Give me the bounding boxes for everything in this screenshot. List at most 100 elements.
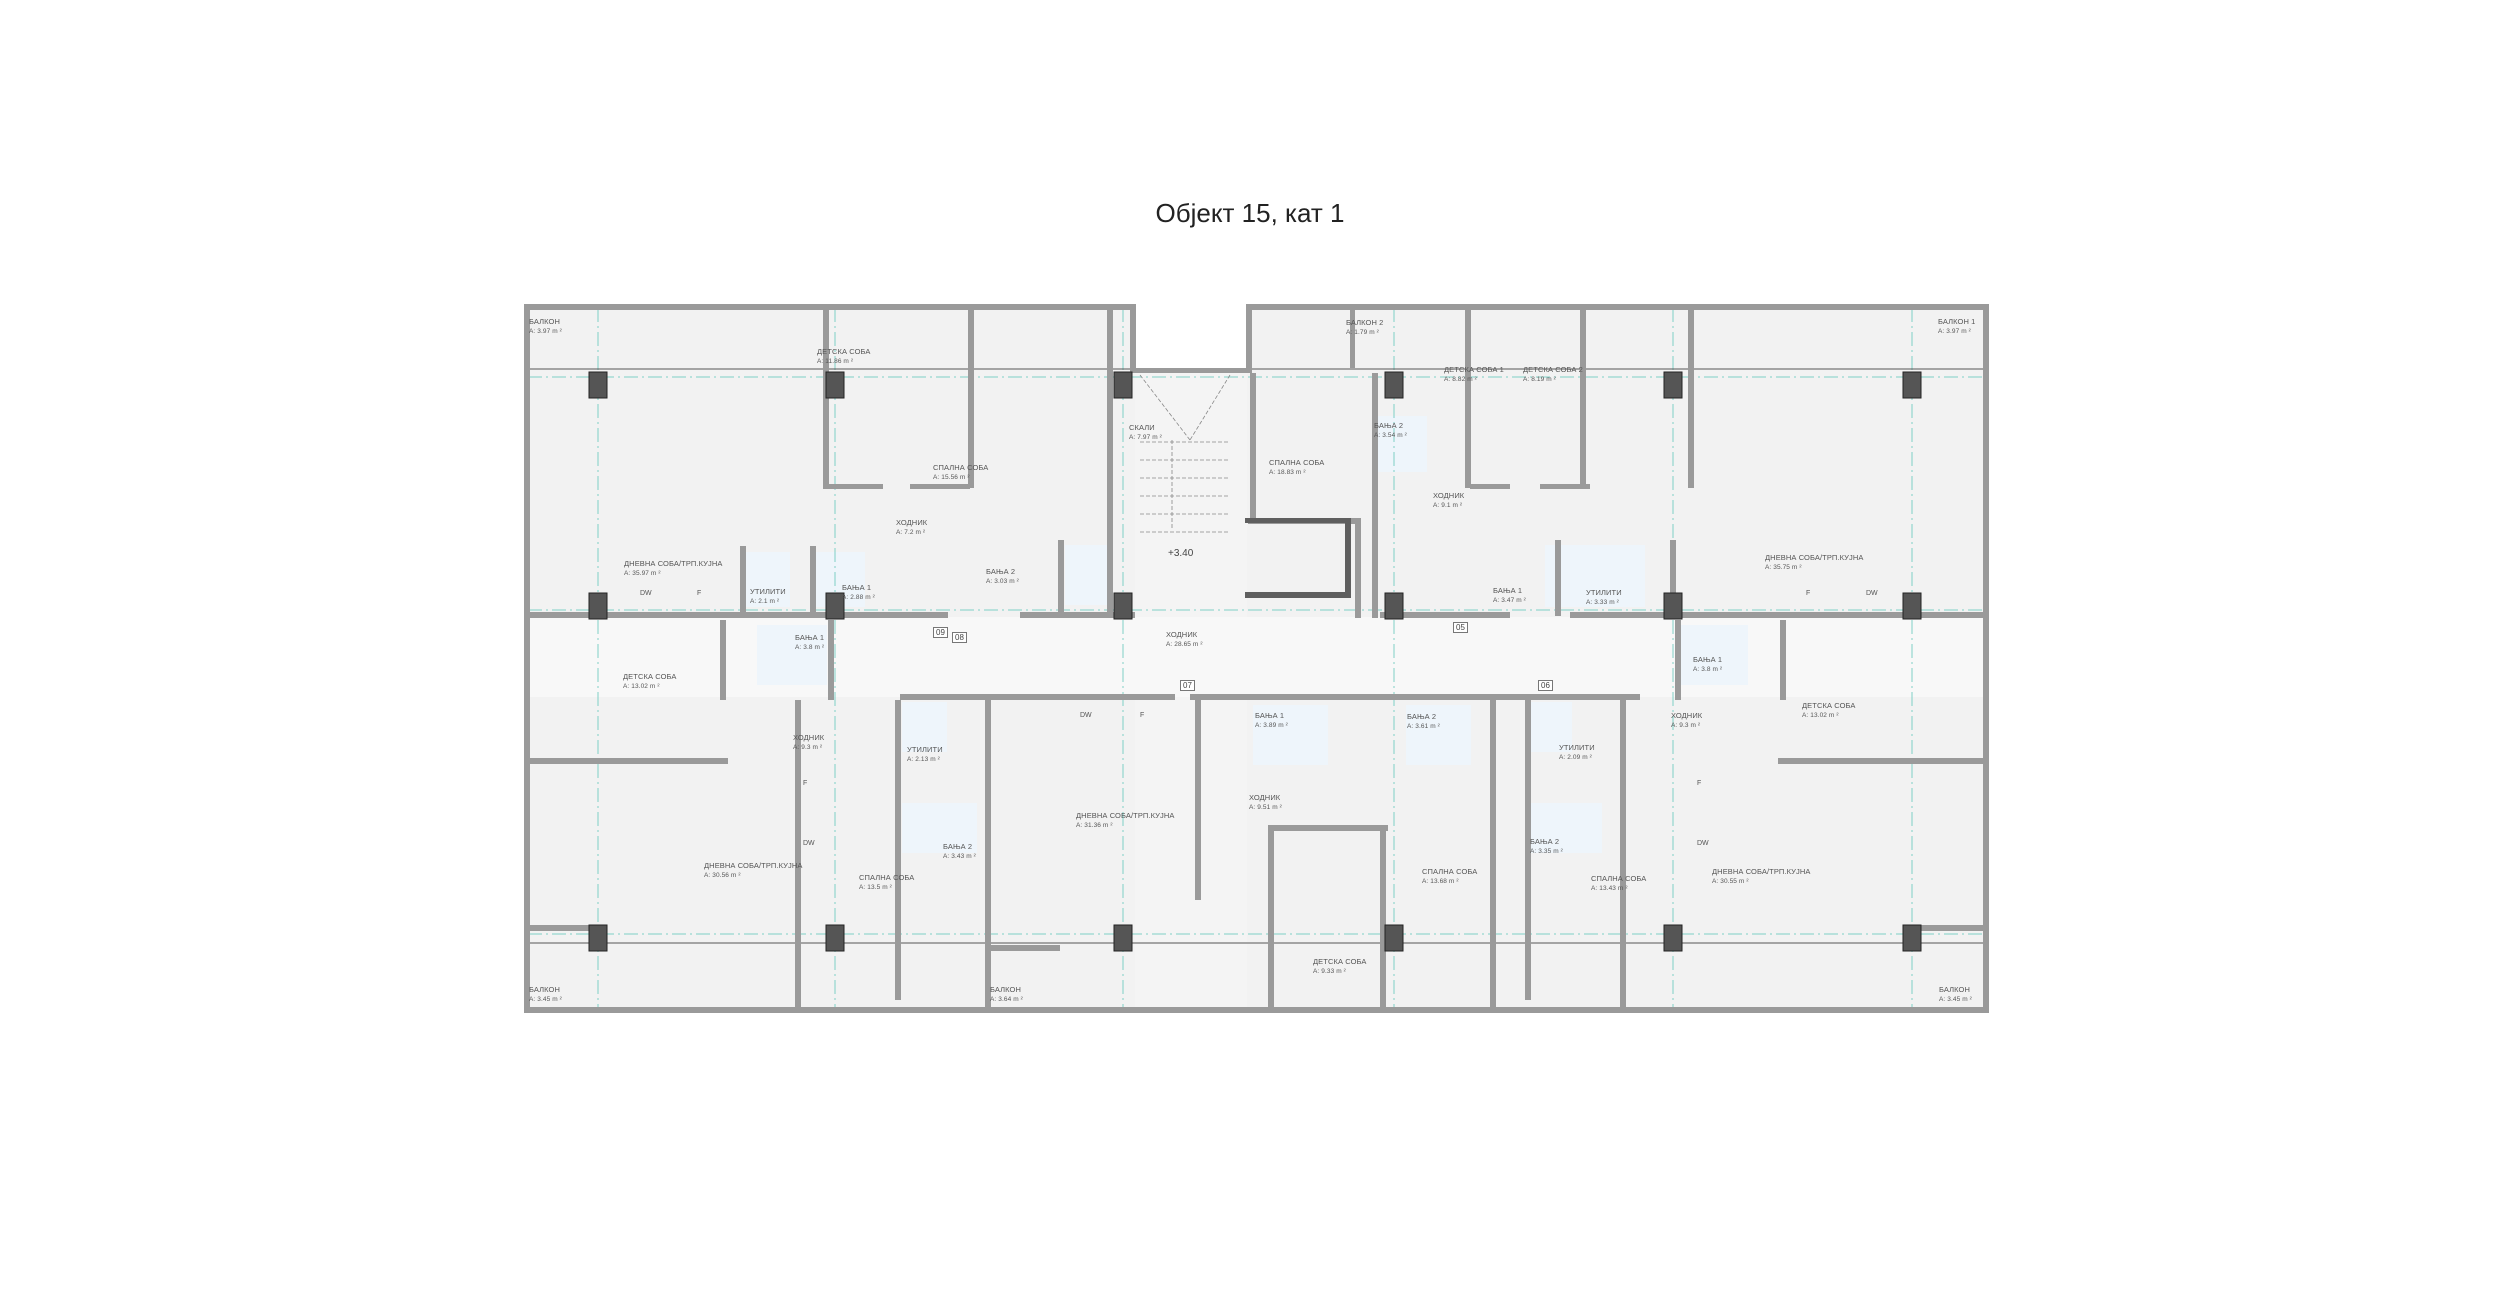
room-name: Детска соба <box>623 672 677 681</box>
room-label: Бања 1A: 2.88 m ² <box>842 583 875 603</box>
grid-lines <box>528 308 1985 1009</box>
room-name: Дневна соба/трп.кујна <box>1712 867 1811 876</box>
room-name: Ходник <box>896 518 928 527</box>
room-name: Бања 2 <box>943 842 973 851</box>
apartment-tag: 08 <box>952 632 967 643</box>
column <box>588 371 608 399</box>
room-area: A: 13.02 m ² <box>1802 712 1839 719</box>
column <box>1902 924 1922 952</box>
column <box>825 371 845 399</box>
room-name: Ходник <box>1249 793 1281 802</box>
room-name: Утилити <box>907 745 943 754</box>
room-name: Балкон <box>990 985 1021 994</box>
apartment-tag: 05 <box>1453 622 1468 633</box>
room-name: Детска соба 1 <box>1444 365 1504 374</box>
room-area: A: 15.56 m ² <box>933 474 970 481</box>
room-label: ХодникA: 9.3 m ² <box>793 733 824 753</box>
room-label: Бања 1A: 3.47 m ² <box>1493 586 1526 606</box>
room-area: A: 3.43 m ² <box>943 853 976 860</box>
room-area: A: 30.55 m ² <box>1712 878 1749 885</box>
room-area: A: 7.97 m ² <box>1129 434 1162 441</box>
room-area: A: 9.3 m ² <box>793 744 823 751</box>
room-label: БалконA: 3.45 m ² <box>529 985 562 1005</box>
room-label: Утилити A: 2.13 m ² <box>907 745 943 765</box>
column <box>1663 371 1683 399</box>
room-name: Дневна соба/трп.кујна <box>1765 553 1864 562</box>
room-name: Скали <box>1129 423 1155 432</box>
room-label: Детска соба 2A: 8.19 m ² <box>1523 365 1583 385</box>
room-name: Ходник <box>1671 711 1703 720</box>
floor-fill <box>528 308 1985 1009</box>
column <box>1384 924 1404 952</box>
stair-treads <box>1139 374 1231 533</box>
room-label: Бања 2 A: 3.35 m ² <box>1530 837 1563 857</box>
room-area: A: 3.47 m ² <box>1493 597 1526 604</box>
room-area: A: 3.64 m ² <box>990 996 1023 1003</box>
room-area: A: 3.97 m ² <box>529 328 562 335</box>
room-name: Ходник <box>1433 491 1465 500</box>
room-label: Балкон A: 3.64 m ² <box>990 985 1023 1005</box>
room-area: A: 2.1 m ² <box>750 598 780 605</box>
room-name: Спална соба <box>1422 867 1478 876</box>
room-label: УтилитиA: 3.33 m ² <box>1586 588 1622 608</box>
room-name: Спална соба <box>1269 458 1325 467</box>
page-title: Објект 15, кат 1 <box>1155 198 1345 228</box>
room-name: Спална соба <box>859 873 915 882</box>
room-name: Балкон 2 <box>1346 318 1384 327</box>
room-area: A: 13.43 m ² <box>1591 885 1628 892</box>
room-label: Скали A: 7.97 m ² <box>1129 423 1162 443</box>
room-name: Бања 2 <box>1530 837 1560 846</box>
column <box>1663 592 1683 620</box>
apartment-tag: 06 <box>1538 680 1553 691</box>
column <box>588 924 608 952</box>
column <box>1384 371 1404 399</box>
room-label: Спална собаA: 13.5 m ² <box>859 873 914 893</box>
room-name: Детска соба 2 <box>1523 365 1583 374</box>
walls <box>524 304 1989 1013</box>
room-area: A: 3.8 m ² <box>795 644 825 651</box>
room-name: Утилити <box>1559 743 1595 752</box>
column <box>825 592 845 620</box>
room-label: Ходник A: 9.3 m ² <box>1671 711 1702 731</box>
kitchen-fixture-label: DW <box>1080 712 1092 719</box>
room-label: БалконA: 3.45 m ² <box>1939 985 1972 1005</box>
room-label: Спална соба A: 15.56 m ² <box>933 463 988 483</box>
room-name: Дневна соба/трп.кујна <box>1076 811 1175 820</box>
room-area: A: 3.61 m ² <box>1407 723 1440 730</box>
room-area: A: 3.35 m ² <box>1530 848 1563 855</box>
room-name: Ходник <box>1166 630 1198 639</box>
room-label: УтилитиA: 2.09 m ² <box>1559 743 1595 763</box>
room-area: A: 1.79 m ² <box>1346 329 1379 336</box>
room-name: Дневна соба/трп.кујна <box>704 861 803 870</box>
room-label: Ходник A: 9.51 m ² <box>1249 793 1282 813</box>
kitchen-fixture-label: F <box>1697 780 1702 787</box>
room-name: Детска соба <box>817 347 871 356</box>
room-area: A: 3.03 m ² <box>986 578 1019 585</box>
room-label: Дневна соба/трп.кујна A: 31.36 m ² <box>1076 811 1174 831</box>
room-label: Детска собаA: 13.02 m ² <box>1802 701 1855 721</box>
room-label: Бања 2 A: 3.43 m ² <box>943 842 976 862</box>
room-area: A: 8.82 m ² <box>1444 376 1477 383</box>
room-name: Бања 1 <box>1255 711 1285 720</box>
room-label: Дневна соба/трп.кујнаA: 35.75 m ² <box>1765 553 1863 573</box>
kitchen-fixture-label: F <box>803 780 808 787</box>
room-area: A: 31.36 m ² <box>1076 822 1113 829</box>
room-area: A: 13.02 m ² <box>623 683 660 690</box>
room-label: Дневна соба/трп.кујна A: 30.55 m ² <box>1712 867 1810 887</box>
room-label: Спална собаA: 13.43 m ² <box>1591 874 1646 894</box>
bathroom-fills <box>745 416 1748 853</box>
room-area: A: 28.65 m ² <box>1166 641 1203 648</box>
room-label: Балкон 2 A: 1.79 m ² <box>1346 318 1383 338</box>
room-label: Спална собаA: 18.83 m ² <box>1269 458 1324 478</box>
room-name: Спална соба <box>933 463 989 472</box>
room-area: A: 9.51 m ² <box>1249 804 1282 811</box>
room-area: A: 9.3 m ² <box>1671 722 1701 729</box>
column <box>1113 924 1133 952</box>
room-label: Бања 2A: 3.03 m ² <box>986 567 1019 587</box>
room-area: A: 2.13 m ² <box>907 756 940 763</box>
room-area: A: 30.56 m ² <box>704 872 741 879</box>
room-area: A: 9.33 m ² <box>1313 968 1346 975</box>
room-label: Дневна соба/трп.кујна A: 30.56 m ² <box>704 861 802 881</box>
room-label: Детска собаA: 9.33 m ² <box>1313 957 1366 977</box>
